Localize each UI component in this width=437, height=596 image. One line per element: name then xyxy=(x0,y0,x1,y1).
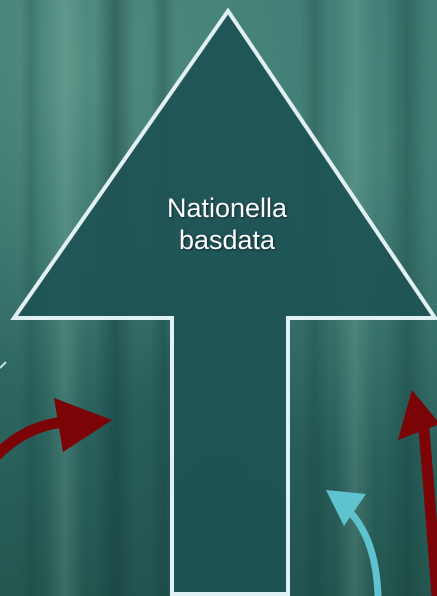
main-arrow-label-line2: basdata xyxy=(178,225,276,255)
right-red-curved-arrow-icon xyxy=(398,390,437,596)
main-arrow-label-line1: Nationella xyxy=(166,193,288,223)
main-up-arrow-icon xyxy=(10,7,437,596)
left-red-curved-arrow-icon xyxy=(0,398,112,460)
light-blue-curved-arrow-icon xyxy=(326,490,382,596)
main-arrow-label: Nationella basdata xyxy=(142,192,312,256)
left-edge-light-mark xyxy=(0,361,7,369)
